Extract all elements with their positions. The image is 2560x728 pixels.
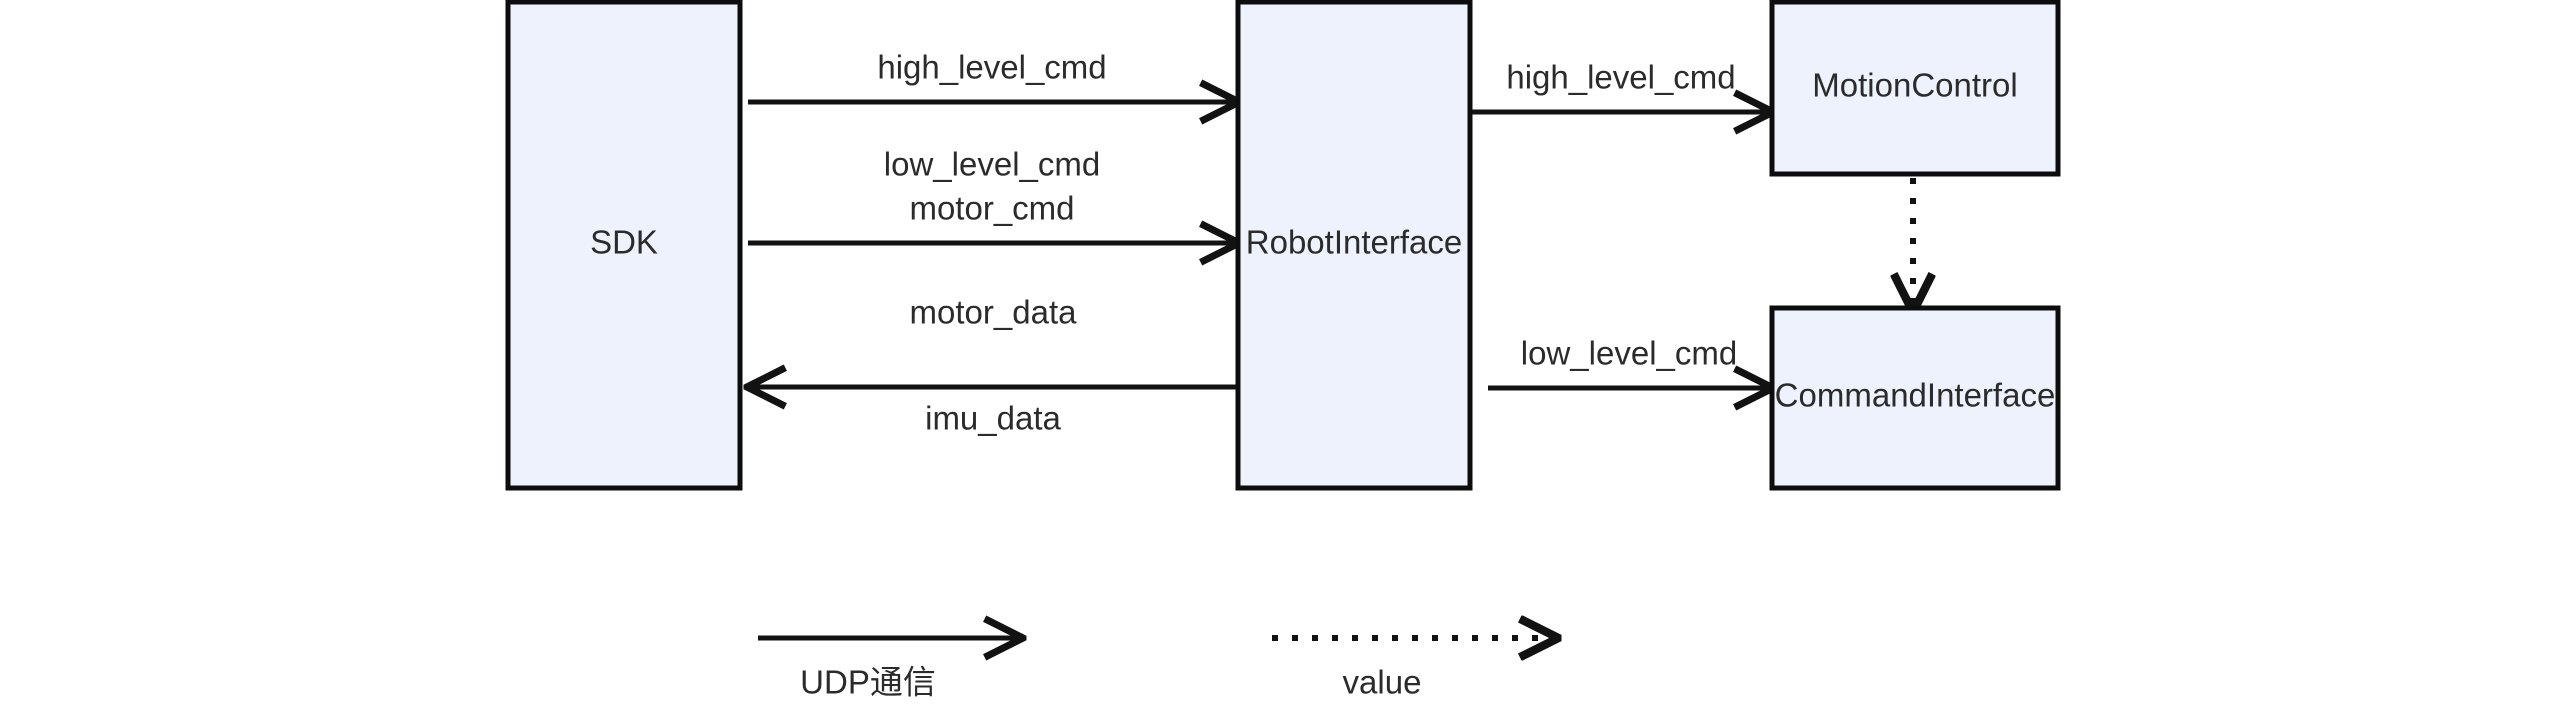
edges-layer: high_level_cmd low_level_cmd motor_cmdmoto… <box>748 49 1913 437</box>
edge-robot-to-motioncontrol: high_level_cmd <box>1472 59 1770 112</box>
node-box-motion_control[interactable] <box>1769 0 2061 177</box>
node-motion_control[interactable]: MotionControl <box>1769 0 2061 177</box>
edge-sdk-to-robot-high: high_level_cmd <box>748 49 1236 102</box>
nodes-layer: SDK RobotInterface MotionControlCommandInt… <box>505 0 2061 491</box>
edge-sdk-to-robot-low: low_level_cmd motor_cmd <box>748 146 1236 243</box>
edge-label-robot-to-motioncontrol-0: high_level_cmd <box>1506 59 1735 96</box>
legend-label-legend-value: value <box>1343 664 1422 701</box>
node-box-robot_interface[interactable] <box>1235 0 1473 491</box>
node-robot_interface[interactable]: RobotInterface <box>1235 0 1473 491</box>
legend-label-legend-udp: UDP通信 <box>800 664 936 701</box>
node-label-sdk: SDK <box>590 224 658 261</box>
edge-robot-to-commandinterface: low_level_cmd <box>1488 335 1770 388</box>
edge-label-sdk-to-robot-low-0: low_level_cmd <box>884 146 1100 183</box>
edge-label-robot-to-commandinterface-0: low_level_cmd <box>1521 335 1737 372</box>
legend-item-legend-udp: UDP通信 <box>758 638 1020 701</box>
edge-label-robot-to-sdk-data-1: imu_data <box>925 400 1061 437</box>
edge-robot-to-sdk-data: motor_data imu_data <box>750 294 1236 437</box>
node-box-command_interface[interactable] <box>1769 305 2061 491</box>
legend-item-legend-value: value <box>1272 638 1552 701</box>
edge-label-sdk-to-robot-high-0: high_level_cmd <box>877 49 1106 86</box>
node-label-motion_control: MotionControl <box>1812 67 2017 104</box>
node-label-command_interface: CommandInterface <box>1775 377 2056 414</box>
node-command_interface[interactable]: CommandInterface <box>1769 305 2061 491</box>
edge-label-sdk-to-robot-low-1: motor_cmd <box>909 190 1074 227</box>
node-sdk[interactable]: SDK <box>505 0 743 491</box>
legend-layer: UDP通信 value <box>758 638 1552 701</box>
node-label-robot_interface: RobotInterface <box>1246 224 1462 261</box>
node-box-sdk[interactable] <box>505 0 743 491</box>
edge-label-robot-to-sdk-data-0: motor_data <box>910 294 1078 331</box>
